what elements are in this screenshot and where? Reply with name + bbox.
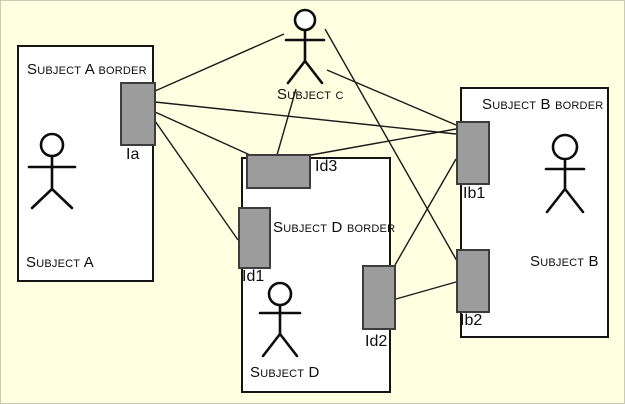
interface-id2-label: Id2 bbox=[365, 333, 388, 350]
interface-id1-rect bbox=[238, 207, 271, 269]
actor-subject-b-right-leg bbox=[563, 187, 585, 214]
edge-subject-c-to-ib1 bbox=[326, 69, 457, 126]
actor-subject-d-head bbox=[267, 281, 293, 307]
subject-b-border-label: Subject B border bbox=[482, 96, 604, 113]
subject-c-label: Subject c bbox=[277, 86, 344, 103]
actor-subject-a-right-leg bbox=[50, 187, 74, 210]
interface-ia-rect bbox=[120, 82, 156, 146]
interface-id3-label: Id3 bbox=[315, 158, 338, 175]
interface-id3-rect bbox=[246, 154, 311, 189]
interface-ib2-rect bbox=[456, 249, 490, 313]
actor-subject-b-left-leg bbox=[545, 187, 567, 214]
actor-subject-c-right-leg bbox=[303, 59, 324, 85]
interface-ia-label: Ia bbox=[126, 146, 140, 163]
edge-id3-to-ib1 bbox=[310, 128, 457, 156]
interface-ib2-label: Ib2 bbox=[460, 312, 483, 329]
interface-id1-label: Id1 bbox=[242, 268, 265, 285]
subject-d-border-label: Subject D border bbox=[273, 219, 396, 236]
edge-ia-to-id3 bbox=[154, 111, 251, 156]
edge-ia-to-id1 bbox=[154, 120, 239, 241]
interface-ib1-label: Ib1 bbox=[463, 185, 486, 202]
actor-subject-a-left-leg bbox=[30, 187, 54, 210]
edge-subject-c-to-id3 bbox=[276, 88, 297, 156]
actor-subject-d-right-leg bbox=[278, 332, 299, 358]
subject-d-label: Subject D bbox=[250, 364, 320, 381]
edge-ia-to-subject-c bbox=[154, 33, 285, 92]
edge-ia-to-ib1 bbox=[154, 101, 457, 135]
actor-subject-d-left-leg bbox=[261, 332, 282, 358]
actor-subject-c-left-leg bbox=[286, 59, 307, 85]
actor-subject-c-head bbox=[293, 8, 317, 32]
subject-a-border-label: Subject A border bbox=[27, 61, 147, 78]
interface-ib1-rect bbox=[456, 121, 490, 185]
edge-id2-to-ib2 bbox=[395, 281, 457, 300]
edge-subject-c-to-ib2 bbox=[324, 28, 458, 262]
edge-id2-to-ib1 bbox=[394, 158, 457, 266]
subject-a-label: Subject A bbox=[26, 254, 94, 271]
actor-subject-b-head bbox=[551, 133, 579, 161]
interface-id2-rect bbox=[362, 265, 396, 330]
actor-subject-a-head bbox=[39, 132, 65, 158]
subject-b-label: Subject B bbox=[530, 253, 599, 270]
